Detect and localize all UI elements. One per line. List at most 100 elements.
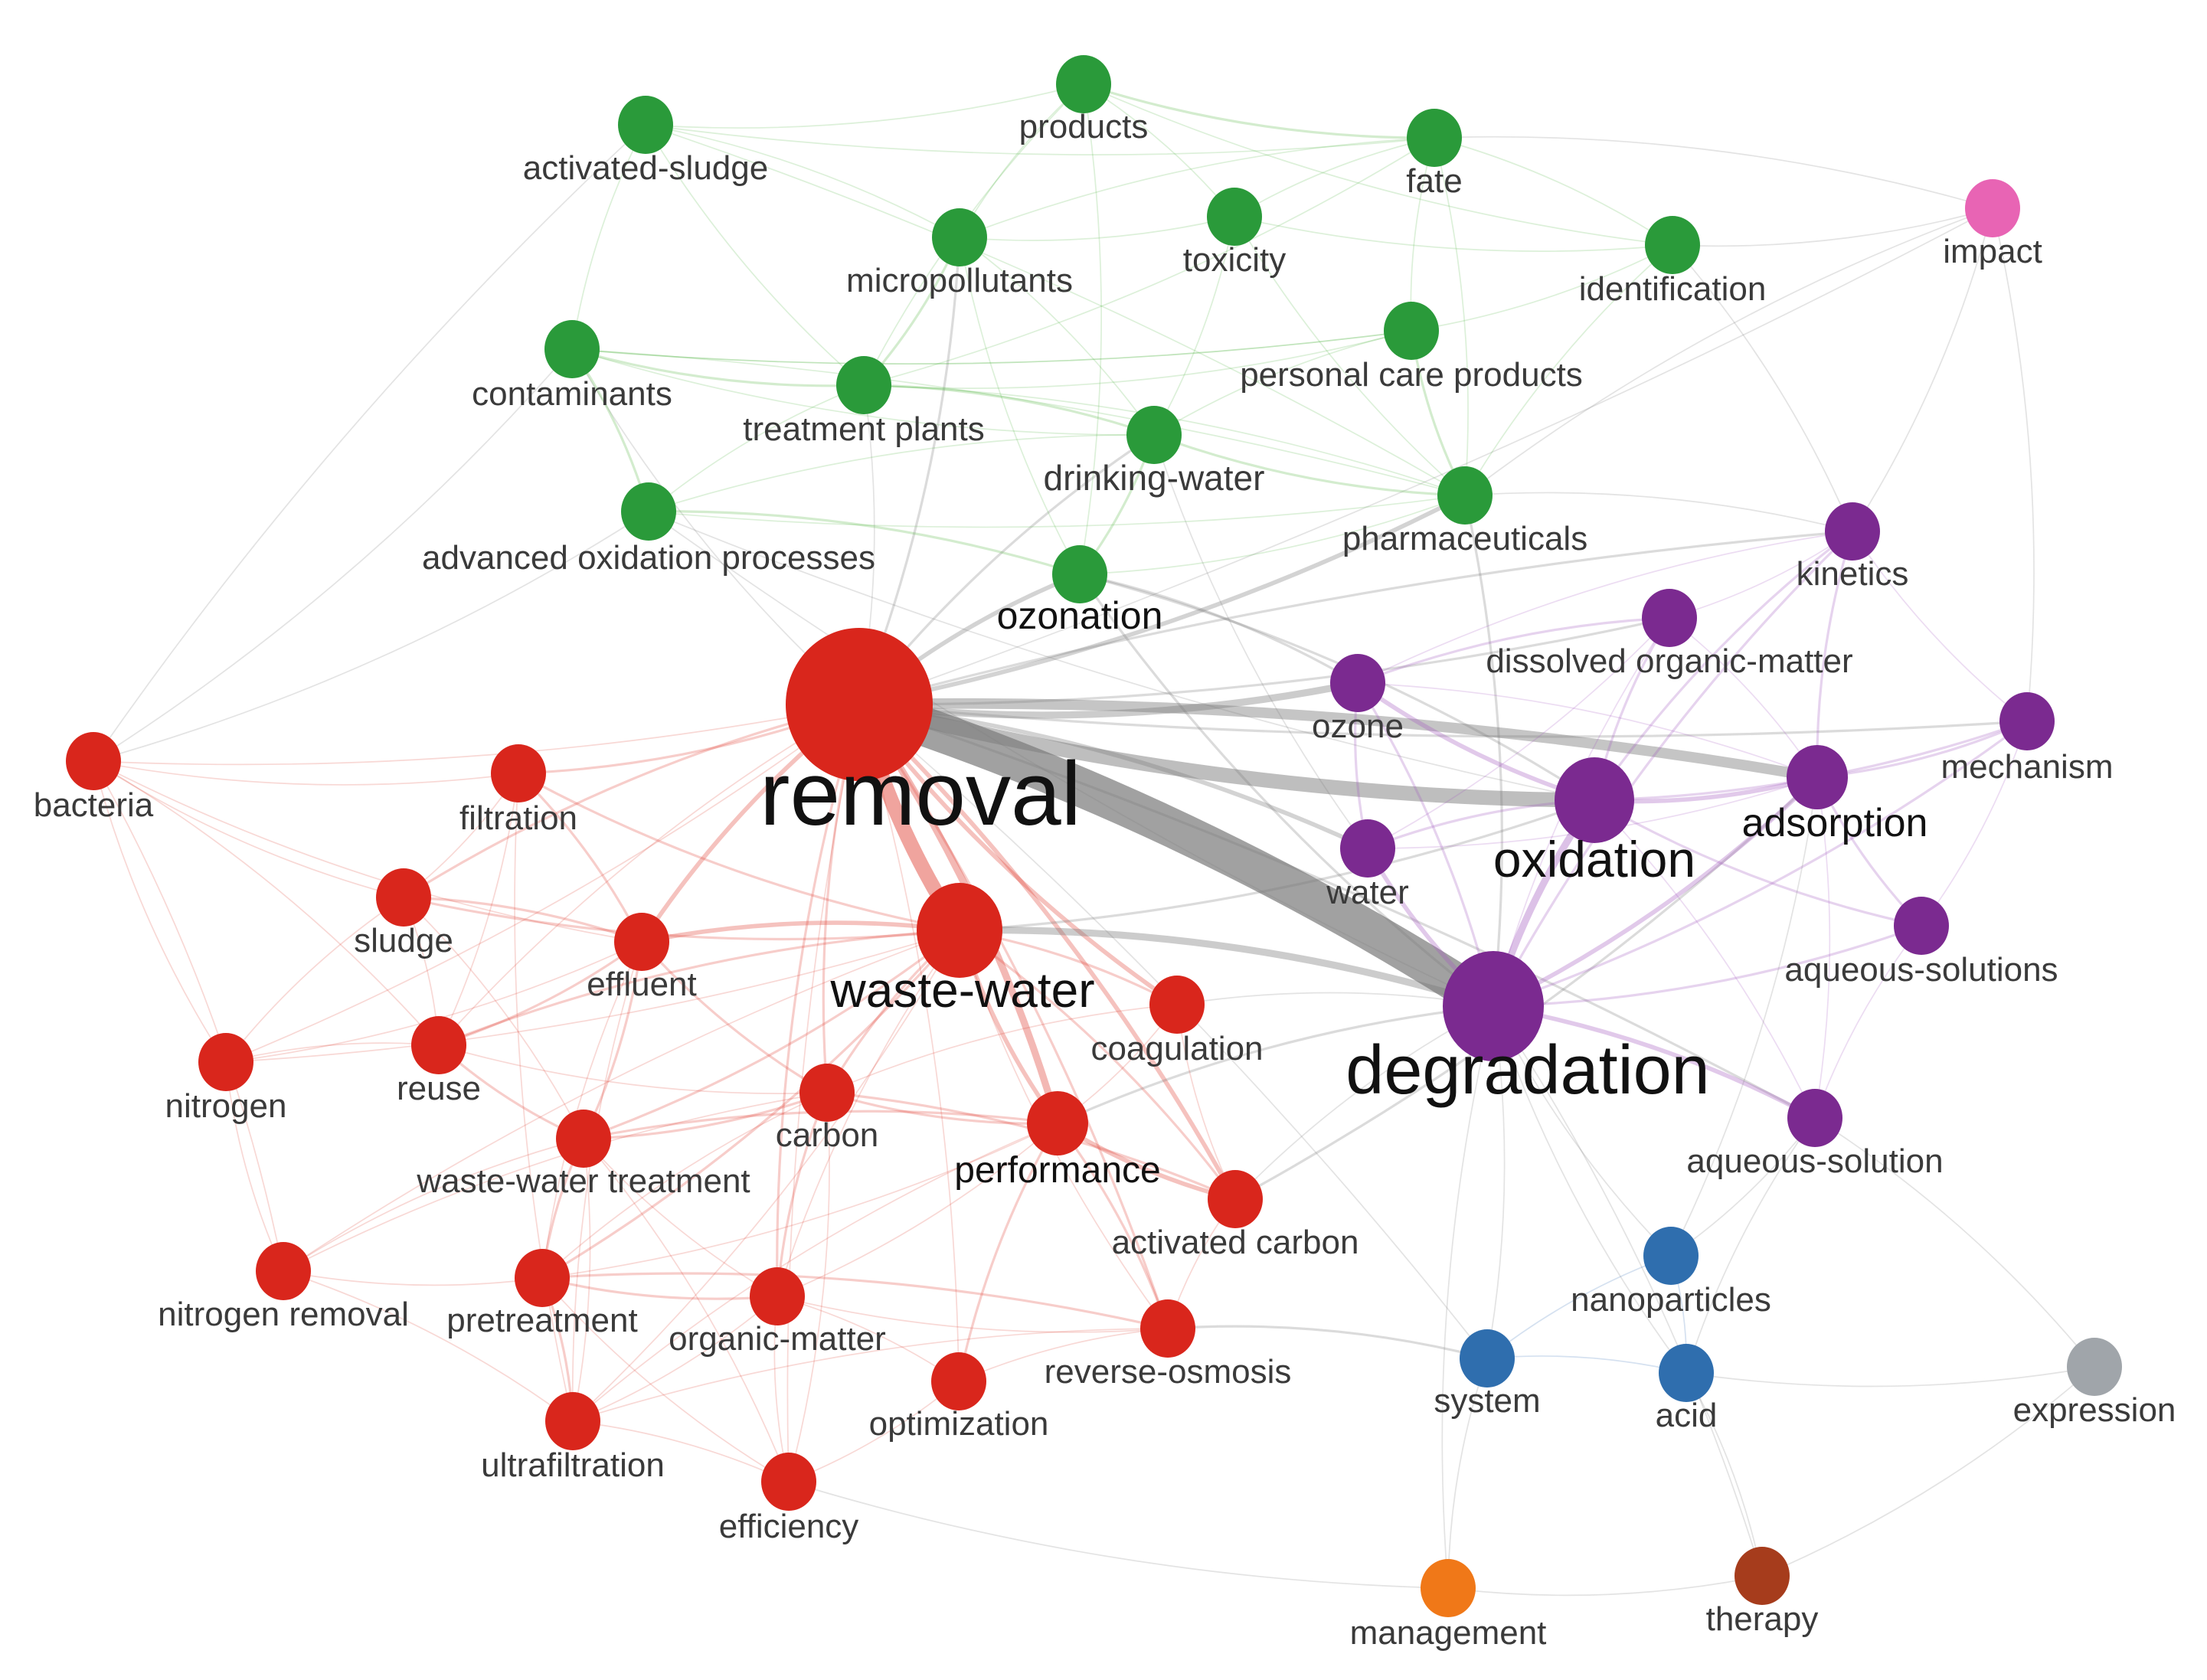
label-advanced-oxidation-processes: advanced oxidation processes: [422, 539, 875, 577]
label-identification: identification: [1579, 270, 1767, 308]
node-mechanism[interactable]: [1999, 692, 2055, 750]
node-fate[interactable]: [1407, 109, 1462, 167]
link-oxidation-aqueous-solutions: [1593, 799, 1923, 927]
node-treatment-plants[interactable]: [836, 356, 891, 414]
link-carbon-nitrogen-removal: [283, 1092, 828, 1272]
node-therapy[interactable]: [1735, 1547, 1790, 1605]
label-products: products: [1019, 108, 1149, 145]
link-pretreatment-nitrogen-removal: [283, 1270, 543, 1286]
node-kinetics[interactable]: [1825, 502, 1880, 561]
link-removal-adsorption: [854, 698, 1823, 783]
node-organic-matter[interactable]: [750, 1267, 805, 1325]
link-removal-mechanism: [858, 703, 2029, 738]
label-coagulation: coagulation: [1090, 1030, 1263, 1067]
label-nanoparticles: nanoparticles: [1571, 1281, 1771, 1319]
link-management-therapy: [1447, 1575, 1763, 1597]
node-water[interactable]: [1340, 819, 1395, 878]
node-ozonation[interactable]: [1052, 545, 1107, 603]
node-carbon[interactable]: [799, 1064, 855, 1122]
node-coagulation[interactable]: [1149, 976, 1205, 1034]
node-system[interactable]: [1460, 1329, 1515, 1387]
link-waste-water-degradation: [956, 927, 1497, 1010]
link-removal-nitrogen: [225, 704, 860, 1063]
node-ozone[interactable]: [1330, 654, 1385, 712]
link-identification-personal-care-products: [1411, 244, 1673, 332]
node-pretreatment[interactable]: [515, 1249, 570, 1307]
node-sludge[interactable]: [376, 868, 431, 927]
node-filtration[interactable]: [491, 744, 546, 802]
link-effluent-sludge: [402, 896, 643, 943]
node-activated-sludge[interactable]: [618, 96, 673, 154]
node-products[interactable]: [1056, 55, 1111, 113]
node-efficiency[interactable]: [761, 1453, 816, 1511]
node-waste-water[interactable]: [917, 883, 1002, 978]
node-drinking-water[interactable]: [1126, 406, 1182, 464]
label-dissolved-organic-matter: dissolved organic-matter: [1486, 642, 1852, 680]
link-pharmaceuticals-ozonation: [1079, 495, 1466, 575]
node-oxidation[interactable]: [1555, 757, 1634, 843]
label-fate: fate: [1406, 162, 1462, 200]
labels-layer: removalwaste-waterfiltrationbacteriaslud…: [34, 108, 2176, 1652]
node-nitrogen-removal[interactable]: [256, 1242, 311, 1300]
link-treatment-plants-drinking-water: [862, 384, 1156, 436]
node-advanced-oxidation-processes[interactable]: [621, 482, 676, 541]
link-organic-matter-reverse-osmosis: [777, 1296, 1169, 1333]
node-micropollutants[interactable]: [932, 208, 987, 266]
node-nitrogen[interactable]: [198, 1033, 253, 1091]
link-carbon-waste-water-treatment: [582, 1091, 829, 1140]
label-nitrogen-removal: nitrogen removal: [158, 1296, 409, 1333]
node-adsorption[interactable]: [1787, 745, 1848, 809]
node-waste-water-treatment[interactable]: [556, 1110, 611, 1168]
link-acid-expression: [1685, 1366, 2095, 1387]
node-nanoparticles[interactable]: [1643, 1227, 1699, 1285]
node-bacteria[interactable]: [66, 732, 121, 790]
node-contaminants[interactable]: [544, 320, 600, 378]
node-degradation[interactable]: [1443, 951, 1544, 1061]
link-waste-water-treatment-ultrafiltration: [572, 1138, 591, 1422]
label-expression: expression: [2013, 1391, 2176, 1429]
node-reuse[interactable]: [411, 1016, 466, 1074]
link-bacteria-reuse: [93, 760, 440, 1046]
node-management[interactable]: [1421, 1559, 1476, 1617]
label-nitrogen: nitrogen: [165, 1087, 286, 1125]
node-toxicity[interactable]: [1207, 188, 1262, 246]
link-waste-water-pretreatment: [541, 929, 961, 1280]
label-treatment-plants: treatment plants: [743, 410, 985, 448]
nodes-layer: [66, 55, 2122, 1617]
link-ultrafiltration-efficiency: [572, 1420, 790, 1482]
link-fate-identification: [1434, 137, 1673, 246]
node-personal-care-products[interactable]: [1384, 302, 1439, 360]
link-bacteria-contaminants: [93, 348, 573, 762]
node-reverse-osmosis[interactable]: [1140, 1299, 1195, 1358]
link-products-ozonation: [1079, 83, 1102, 575]
link-removal-optimization: [858, 704, 960, 1382]
node-identification[interactable]: [1645, 216, 1700, 274]
link-removal-degradation: [839, 685, 1513, 1026]
node-dissolved-organic-matter[interactable]: [1642, 589, 1697, 647]
node-activated-carbon[interactable]: [1208, 1170, 1263, 1228]
link-products-activated-sludge: [645, 83, 1084, 129]
link-oxidation-kinetics: [1593, 530, 1854, 802]
link-bacteria-filtration: [93, 760, 519, 786]
link-drinking-water-pharmaceuticals: [1153, 433, 1466, 497]
node-impact[interactable]: [1965, 179, 2020, 237]
link-removal-organic-matter: [776, 703, 861, 1298]
node-acid[interactable]: [1659, 1344, 1714, 1402]
node-removal[interactable]: [786, 628, 933, 781]
node-expression[interactable]: [2067, 1338, 2122, 1396]
node-performance[interactable]: [1027, 1091, 1088, 1155]
label-oxidation: oxidation: [1493, 831, 1695, 887]
link-waste-water-treatment-organic-matter: [583, 1138, 778, 1297]
node-aqueous-solutions[interactable]: [1894, 897, 1949, 955]
node-pharmaceuticals[interactable]: [1437, 466, 1493, 525]
node-optimization[interactable]: [931, 1352, 986, 1410]
link-toxicity-pharmaceuticals: [1234, 216, 1466, 496]
node-effluent[interactable]: [614, 913, 669, 971]
link-fate-activated-sludge: [645, 124, 1435, 155]
node-aqueous-solution[interactable]: [1787, 1089, 1842, 1147]
node-ultrafiltration[interactable]: [545, 1392, 600, 1450]
label-activated-sludge: activated-sludge: [523, 149, 768, 187]
link-ultrafiltration-nitrogen-removal: [283, 1270, 574, 1422]
link-degradation-therapy: [1493, 1005, 1763, 1577]
link-ozone-dissolved-organic-matter: [1356, 616, 1671, 685]
